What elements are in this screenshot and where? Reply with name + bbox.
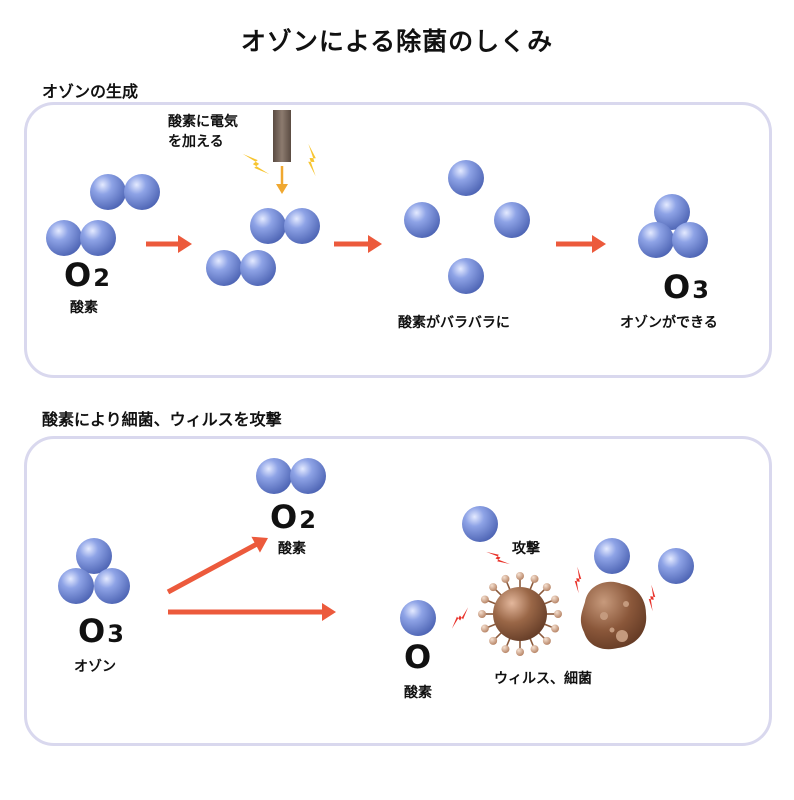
bacterium-spot-2 — [600, 612, 608, 620]
o3-label: オゾンができる — [620, 315, 718, 331]
spark-attack-mid — [574, 566, 582, 594]
bacterium-spot-3 — [623, 601, 629, 607]
bacterium-body — [580, 581, 647, 650]
virus-spike-tip — [501, 645, 510, 654]
sterilization-panel — [24, 436, 772, 746]
attack-label: 攻撃 — [512, 541, 540, 557]
virus-spike-tip — [530, 574, 539, 583]
atomic-o-label: 酸素 — [404, 685, 432, 701]
released-o2-symbol: O — [270, 498, 298, 536]
ozone-atom-top — [76, 538, 112, 574]
o2-subscript: 2 — [93, 264, 110, 292]
spark-attack-right — [648, 584, 656, 612]
virus-spike-tip — [551, 595, 560, 604]
electric-arrowhead — [276, 184, 288, 194]
atomic-o-formula: O — [404, 638, 432, 676]
attacker-atom-right — [658, 548, 694, 584]
spark-right — [308, 143, 316, 177]
ozone-label: オゾン — [74, 659, 116, 675]
released-o2-label: 酸素 — [278, 541, 306, 557]
released-o2-atom1 — [256, 458, 292, 494]
virus-spike-tip — [489, 636, 498, 645]
virus-spike-tip — [480, 595, 489, 604]
spark-attack-top — [486, 551, 510, 565]
virus-spike-tip — [554, 610, 562, 618]
electrode — [273, 110, 291, 162]
o2-pair2-atom2 — [80, 220, 116, 256]
arrow-step3 — [556, 235, 606, 253]
electric-label-line1: 酸素に電気 — [168, 114, 238, 130]
virus-spike-tip — [542, 636, 551, 645]
arrow-atomic-o — [168, 603, 336, 621]
split-atom-bottom — [448, 258, 484, 294]
ozone-subscript: 3 — [107, 620, 124, 648]
virus-body — [493, 587, 547, 641]
atomic-o-atom — [400, 600, 436, 636]
o2-label: 酸素 — [70, 300, 98, 316]
scatter-label: 酸素がバラバラに — [398, 315, 510, 331]
o2-pair1-atom1 — [90, 174, 126, 210]
split-atom-left — [404, 202, 440, 238]
energized-o2-b-atom1 — [206, 250, 242, 286]
spark-atomic-o — [451, 607, 469, 629]
released-o2-formula: O2 — [270, 498, 316, 536]
section2-title: 酸素により細菌、ウィルスを攻撃 — [42, 410, 282, 429]
attacker-atom-mid — [594, 538, 630, 574]
electric-label-line2: を加える — [168, 134, 224, 150]
virus-spike-tip — [478, 610, 486, 618]
arrow-step1 — [146, 235, 192, 253]
split-atom-right — [494, 202, 530, 238]
target-label: ウィルス、細菌 — [494, 671, 592, 687]
o2-pair2-atom1 — [46, 220, 82, 256]
o3-atom-top — [654, 194, 690, 230]
o2-symbol: O — [64, 256, 92, 294]
arrow-release-o2 — [166, 536, 268, 595]
split-atom-top — [448, 160, 484, 196]
o2-formula: O2 — [64, 256, 110, 294]
spark-left — [242, 153, 270, 175]
o2-pair1-atom2 — [124, 174, 160, 210]
virus-spike-tip — [542, 583, 551, 592]
o3-atom-right — [672, 222, 708, 258]
ozone-symbol: O — [78, 612, 106, 650]
attacker-atom-top — [462, 506, 498, 542]
ozone-formula: O3 — [78, 612, 124, 650]
energized-o2-a-atom1 — [250, 208, 286, 244]
virus-spike-tip — [516, 648, 524, 656]
virus-spike-tip — [480, 624, 489, 633]
virus-spike-tip — [516, 572, 524, 580]
o3-atom-left — [638, 222, 674, 258]
page-title: オゾンによる除菌のしくみ — [240, 27, 554, 56]
virus-spike-tip — [530, 645, 539, 654]
ozone-atom-right — [94, 568, 130, 604]
section1-title: オゾンの生成 — [42, 82, 139, 101]
energized-o2-b-atom2 — [240, 250, 276, 286]
released-o2-subscript: 2 — [299, 506, 316, 534]
o3-symbol: O — [663, 268, 691, 306]
virus-spike-tip — [501, 574, 510, 583]
energized-o2-a-atom2 — [284, 208, 320, 244]
arrow-step2 — [334, 235, 382, 253]
released-o2-atom2 — [290, 458, 326, 494]
ozone-atom-left — [58, 568, 94, 604]
o3-subscript: 3 — [692, 276, 709, 304]
bacterium-spot-1 — [616, 630, 628, 642]
virus-spike-tip — [551, 624, 560, 633]
o3-formula: O3 — [663, 268, 709, 306]
electric-label: 酸素に電気 を加える — [168, 112, 238, 152]
bacterium-spot-4 — [609, 627, 615, 633]
virus-spike-tip — [489, 583, 498, 592]
